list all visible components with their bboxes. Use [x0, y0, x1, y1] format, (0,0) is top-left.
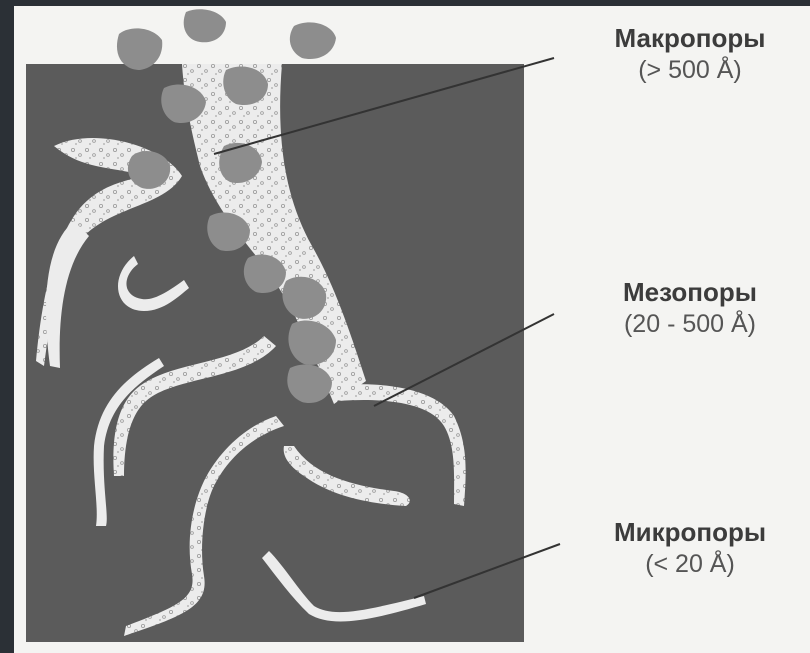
micropore-label: Микропоры (< 20 Å)	[570, 516, 810, 580]
mesopore-range: (20 - 500 Å)	[570, 309, 810, 340]
mesopore-name: Мезопоры	[570, 276, 810, 309]
macropore-label: Макропоры (> 500 Å)	[570, 22, 810, 86]
macropore-range: (> 500 Å)	[570, 55, 810, 86]
mesopore-label: Мезопоры (20 - 500 Å)	[570, 276, 810, 340]
micropore-range: (< 20 Å)	[570, 549, 810, 580]
micropore-name: Микропоры	[570, 516, 810, 549]
macropore-name: Макропоры	[570, 22, 810, 55]
figure-frame: Макропоры (> 500 Å) Мезопоры (20 - 500 Å…	[14, 6, 810, 653]
